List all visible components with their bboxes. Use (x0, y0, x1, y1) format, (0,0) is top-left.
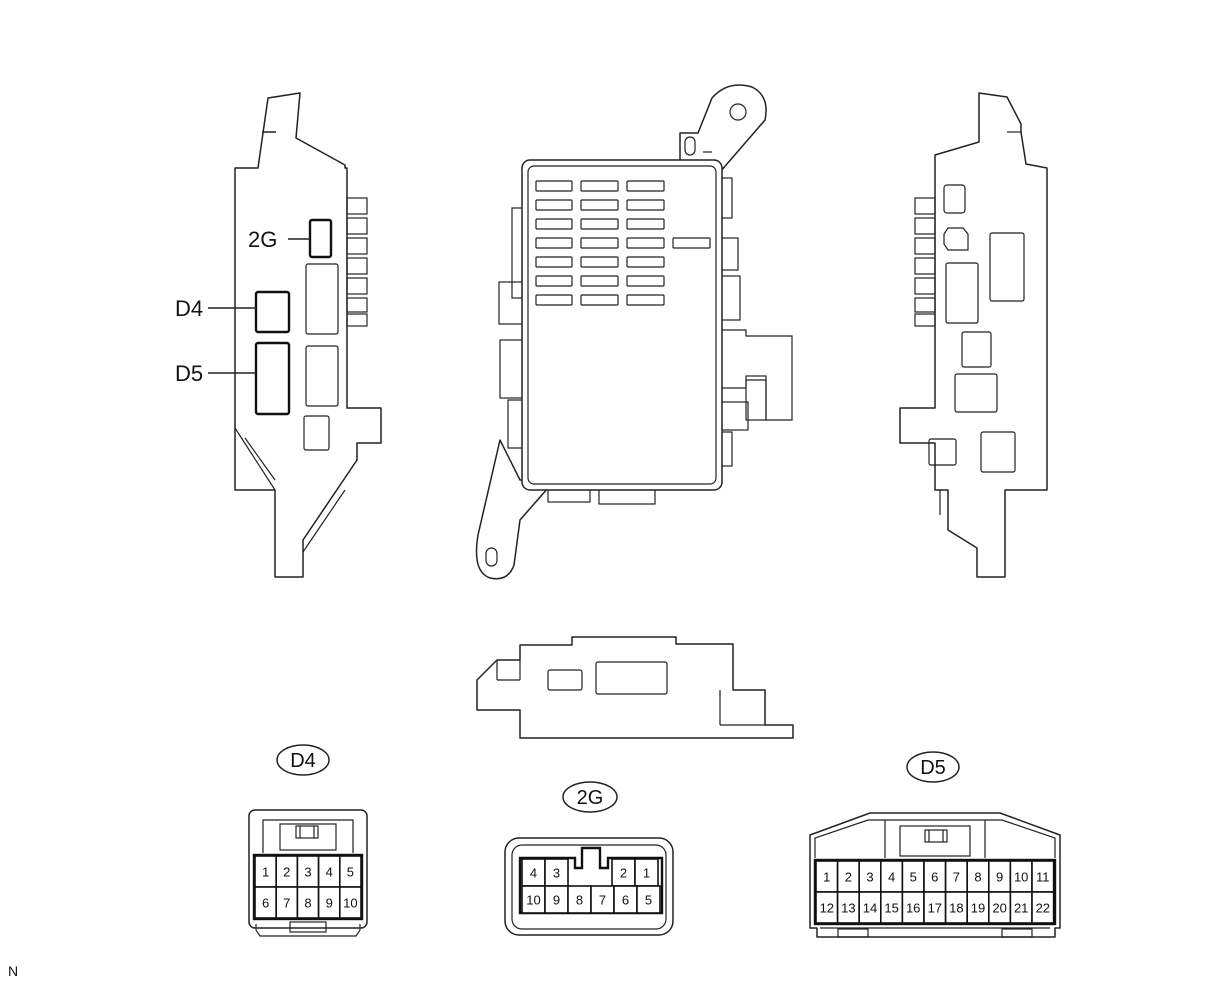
g2-pin-label: 6 (622, 893, 629, 908)
g2-pin-cell (636, 885, 661, 914)
d4-pin-label: 1 (262, 865, 269, 880)
d4-pin-label: 8 (304, 896, 311, 911)
callout-d4: D4 (175, 296, 203, 321)
d5-pin-label: 20 (992, 901, 1006, 916)
fuse-slots (535, 180, 711, 306)
connector-d4-tag: D4 (290, 750, 316, 772)
d5-pin-label: 3 (866, 870, 873, 885)
d4-pin-label: 7 (283, 896, 290, 911)
right-side-view (899, 92, 1048, 578)
port-d5 (254, 341, 291, 416)
d5-pin-label: 8 (974, 870, 981, 885)
corner-mark: N (8, 963, 18, 979)
callout-2g: 2G (248, 227, 277, 252)
d5-pin-label: 16 (906, 901, 920, 916)
port-2g (308, 218, 333, 259)
d4-pin-label: 2 (283, 865, 290, 880)
d5-pin-label: 6 (931, 870, 938, 885)
d5-pin-label: 19 (971, 901, 985, 916)
front-view (475, 84, 793, 580)
d5-pin-label: 13 (841, 901, 855, 916)
d5-pin-label: 5 (910, 870, 917, 885)
connector-d5-tag: D5 (920, 757, 946, 779)
d4-pin-label: 4 (326, 865, 333, 880)
connector-2g-tag: 2G (577, 787, 604, 809)
g2-pin-label: 3 (553, 866, 560, 881)
d5-pin-label: 12 (820, 901, 834, 916)
d5-pin-label: 21 (1014, 901, 1028, 916)
d5-pin-label: 18 (949, 901, 963, 916)
d5-pin-label: 2 (845, 870, 852, 885)
g2-pin-label: 10 (526, 893, 540, 908)
g2-pin-label: 9 (553, 893, 560, 908)
d5-pin-cell (1031, 891, 1055, 924)
g2-pin-label: 5 (645, 893, 652, 908)
d5-pin-label: 4 (888, 870, 895, 885)
g2-pin-label: 2 (620, 866, 627, 881)
d4-pin-label: 3 (304, 865, 311, 880)
d4-pin-label: 9 (326, 896, 333, 911)
d4-pin-label: 6 (262, 896, 269, 911)
d5-pin-label: 9 (996, 870, 1003, 885)
left-side-view: 2G D4 D5 (175, 92, 382, 578)
d5-pin-label: 7 (953, 870, 960, 885)
d5-pin-label: 1 (823, 870, 830, 885)
d5-pin-label: 14 (863, 901, 877, 916)
g2-pin-label: 1 (643, 866, 650, 881)
d4-pin-label: 10 (343, 896, 357, 911)
g2-pin-label: 8 (576, 893, 583, 908)
g2-pin-label: 4 (530, 866, 537, 881)
g2-pin-label: 7 (599, 893, 606, 908)
d5-pin-label: 11 (1036, 870, 1050, 885)
d4-pin-label: 5 (347, 865, 354, 880)
2g-pin-grid: 4 3 2 1 10 9 8 7 6 5 (521, 858, 661, 914)
callout-d5: D5 (175, 361, 203, 386)
d5-pin-label: 22 (1036, 901, 1050, 916)
port-d4 (254, 290, 291, 334)
d5-pin-label: 15 (884, 901, 898, 916)
d5-pin-label: 10 (1014, 870, 1028, 885)
connector-2g: 2G 4 3 2 1 10 9 8 7 6 5 (504, 781, 674, 936)
d4-pin-cell (338, 886, 362, 919)
bottom-view (476, 636, 794, 739)
d5-pin-label: 17 (928, 901, 942, 916)
